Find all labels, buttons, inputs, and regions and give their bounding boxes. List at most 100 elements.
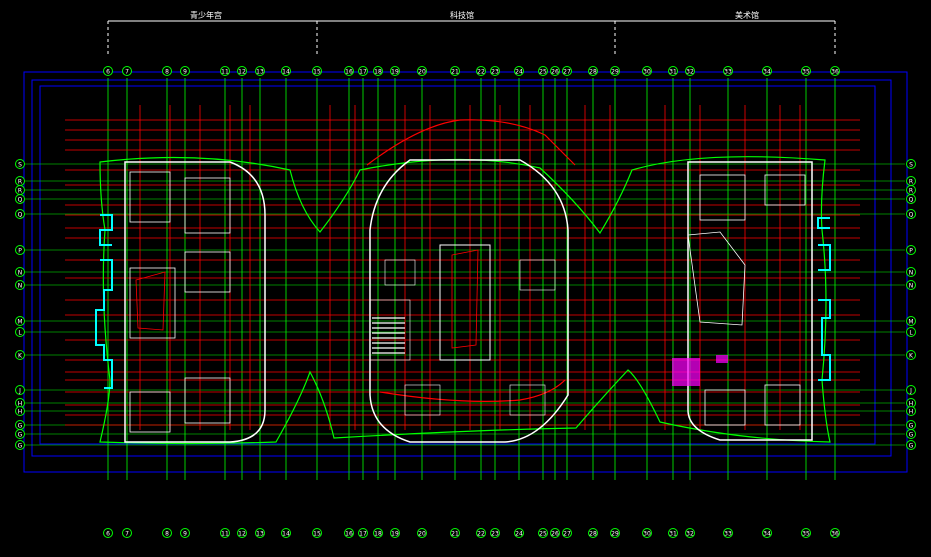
axis-bubble-number: 17	[359, 69, 367, 76]
axis-bubble: 11	[220, 528, 230, 538]
axis-bubble: 20	[417, 66, 427, 76]
axis-bubble: S	[906, 159, 916, 169]
axis-bubble-number: 20	[418, 69, 426, 76]
axis-bubble-letter: M	[908, 319, 913, 326]
axis-bubble: R	[906, 176, 916, 186]
axis-bubble-letter: R	[909, 179, 913, 186]
axis-bubble-number: 7	[125, 69, 129, 76]
axis-bubble: 29	[610, 528, 620, 538]
axis-bubble: 14	[281, 66, 291, 76]
axis-bubble-letter: Q	[909, 212, 914, 219]
axis-bubble: R	[906, 185, 916, 195]
axis-bubble-letter: N	[909, 270, 914, 277]
axis-bubble: 36	[830, 66, 840, 76]
axis-bubble: G	[906, 440, 916, 450]
axis-bubble: 26	[550, 528, 560, 538]
axis-bubble-number: 9	[183, 69, 187, 76]
axis-bubble: 34	[762, 528, 772, 538]
axis-bubble-number: 19	[391, 531, 399, 538]
axis-bubble: 27	[562, 66, 572, 76]
axis-bubble-letter: P	[909, 248, 913, 255]
axis-bubble: 30	[642, 66, 652, 76]
axis-bubble: 28	[588, 528, 598, 538]
axis-bubble-number: 33	[724, 531, 732, 538]
axis-bubble-number: 28	[589, 69, 597, 76]
axis-bubble: H	[906, 398, 916, 408]
axis-bubble-number: 7	[125, 531, 129, 538]
axis-bubble: 7	[122, 66, 132, 76]
axis-bubble: P	[906, 245, 916, 255]
axis-bubble: 32	[685, 66, 695, 76]
axis-bubble: 27	[562, 528, 572, 538]
science-museum-block[interactable]	[369, 159, 569, 443]
axis-bubble: Q	[15, 209, 25, 219]
axis-bubble-letter: M	[17, 319, 22, 326]
auditorium-seating	[372, 317, 405, 354]
axis-bubble: 7	[122, 528, 132, 538]
axis-bubble-number: 14	[282, 531, 290, 538]
axis-bubble-number: 13	[256, 69, 264, 76]
axis-bubble-letter: G	[909, 423, 914, 430]
axis-bubble: Q	[15, 194, 25, 204]
dim-label-art-museum: 美术馆	[735, 10, 759, 20]
axis-bubble-number: 35	[802, 531, 810, 538]
axis-bubble: 11	[220, 66, 230, 76]
axis-bubble: R	[15, 176, 25, 186]
axis-bubble-number: 15	[313, 69, 321, 76]
youth-palace-block[interactable]	[95, 161, 266, 443]
boundary-frame	[31, 79, 892, 457]
axis-bubble: 14	[281, 528, 291, 538]
axis-bubble: L	[15, 327, 25, 337]
axis-bubble: 8	[162, 528, 172, 538]
axis-bubble-letter: R	[18, 179, 22, 186]
axis-bubble: 13	[255, 66, 265, 76]
axis-bubble-number: 12	[238, 531, 246, 538]
roof-curve-top	[366, 119, 576, 166]
axis-bubble: 26	[550, 66, 560, 76]
axis-bubble: 25	[538, 66, 548, 76]
axis-bubble: H	[15, 406, 25, 416]
axis-bubble-letter: L	[909, 330, 913, 337]
axis-bubble: 32	[685, 528, 695, 538]
axis-bubble: 8	[162, 66, 172, 76]
axis-bubble: 6	[103, 528, 113, 538]
axis-bubble: 19	[390, 66, 400, 76]
axis-bubble-number: 25	[539, 531, 547, 538]
axis-bubble: 29	[610, 66, 620, 76]
axis-bubble: 21	[450, 528, 460, 538]
axis-bubble: M	[906, 316, 916, 326]
axis-bubble-number: 13	[256, 531, 264, 538]
axis-bubble-number: 31	[669, 531, 677, 538]
axis-bubble: N	[906, 267, 916, 277]
axis-bubble-number: 34	[763, 69, 771, 76]
axis-bubble-number: 24	[515, 69, 523, 76]
axis-bubble-letter: K	[18, 353, 23, 360]
axis-bubble: 18	[373, 528, 383, 538]
axis-bubble-number: 30	[643, 531, 651, 538]
axis-bubble: 34	[762, 66, 772, 76]
axis-bubble: 25	[538, 528, 548, 538]
axis-bubble-number: 12	[238, 69, 246, 76]
art-museum-block[interactable]	[672, 161, 831, 441]
axis-bubble: 24	[514, 528, 524, 538]
axis-bubble-letter: P	[18, 248, 22, 255]
axis-bubble: G	[15, 429, 25, 439]
axis-bubble: 16	[344, 66, 354, 76]
axis-bubble-number: 16	[345, 69, 353, 76]
axis-bubble-number: 27	[563, 531, 571, 538]
axis-bubble-letter: H	[18, 401, 23, 408]
axis-bubble-letter: Q	[18, 197, 23, 204]
axis-bubble: 19	[390, 528, 400, 538]
axis-bubble-number: 32	[686, 69, 694, 76]
axis-bubble-number: 6	[106, 531, 110, 538]
axis-bubble-number: 15	[313, 531, 321, 538]
axis-bubble: R	[15, 185, 25, 195]
axis-bubble-letter: Q	[18, 212, 23, 219]
axis-bubble: N	[906, 280, 916, 290]
axis-bubble: Q	[906, 209, 916, 219]
axis-bubble: Q	[906, 194, 916, 204]
axis-bubble-number: 6	[106, 69, 110, 76]
